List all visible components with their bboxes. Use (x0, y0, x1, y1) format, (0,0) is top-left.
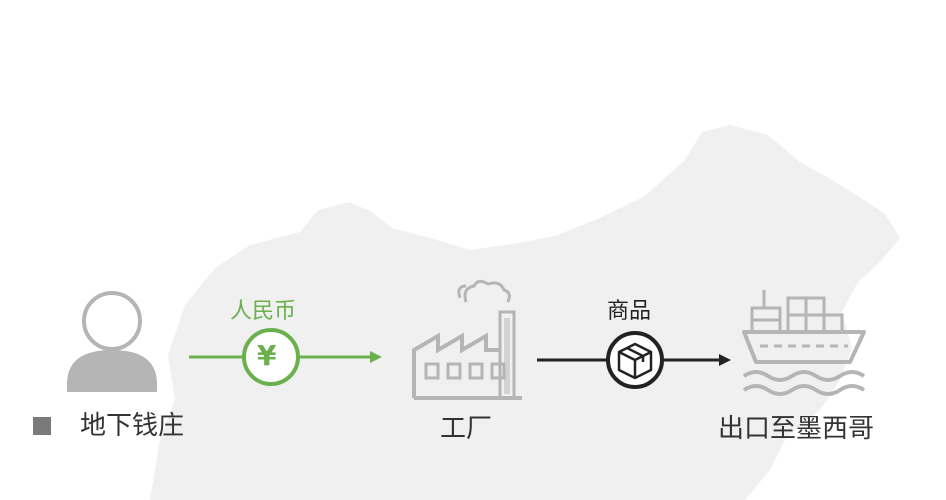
cargo-ship-icon (742, 290, 866, 396)
export-mexico-label: 出口至墨西哥 (718, 414, 875, 444)
yuan-icon: ¥ (257, 339, 277, 372)
factory-icon (412, 279, 522, 400)
money-flow-arrow (189, 328, 382, 386)
person-icon (67, 291, 157, 392)
underground-bank-label: 地下钱庄 (80, 411, 185, 441)
money-flow-label: 人民币 (230, 299, 297, 324)
goods-flow-label: 商品 (607, 299, 652, 324)
factory-label: 工厂 (440, 414, 493, 444)
package-icon (617, 342, 653, 380)
list-bullet (33, 417, 51, 435)
